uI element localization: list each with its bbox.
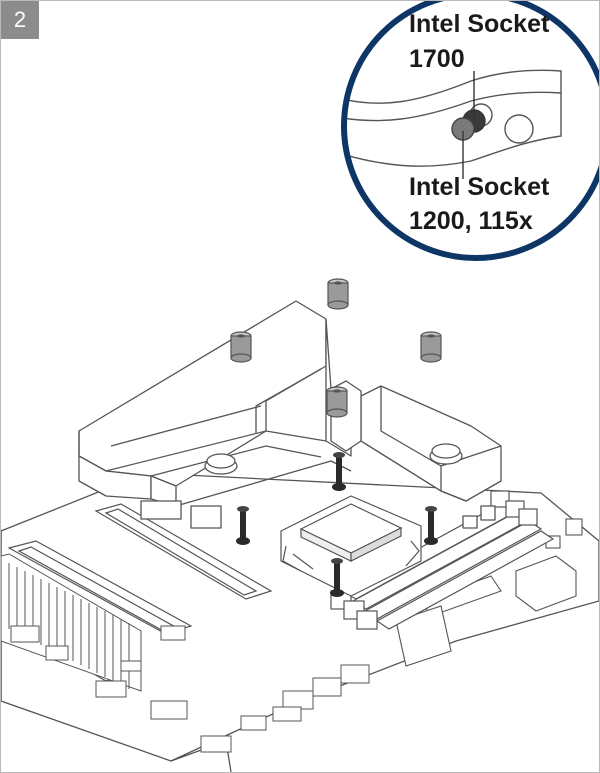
bottom-headers xyxy=(10,625,370,753)
socket-1700-label-line2: 1700 xyxy=(409,45,465,73)
callout-ring xyxy=(341,1,599,261)
cpu-socket xyxy=(280,495,422,597)
standoff-icon xyxy=(230,331,252,363)
standoff-icon xyxy=(326,386,348,418)
socket-1700-label-line1: Intel Socket xyxy=(409,10,550,38)
standoff-icon xyxy=(327,278,349,310)
zoom-callout: Intel Socket 1700 Intel Socket 1200, 115… xyxy=(341,1,599,261)
vrm-heatsink-left xyxy=(78,300,352,529)
right-connectors xyxy=(395,518,583,667)
socket-1200-label-line1: Intel Socket xyxy=(409,173,550,201)
screw-icon xyxy=(332,452,346,491)
standoff-icon xyxy=(420,331,442,363)
socket-1200-label-line2: 1200, 115x xyxy=(409,207,533,235)
step-number-badge: 2 xyxy=(1,1,39,39)
